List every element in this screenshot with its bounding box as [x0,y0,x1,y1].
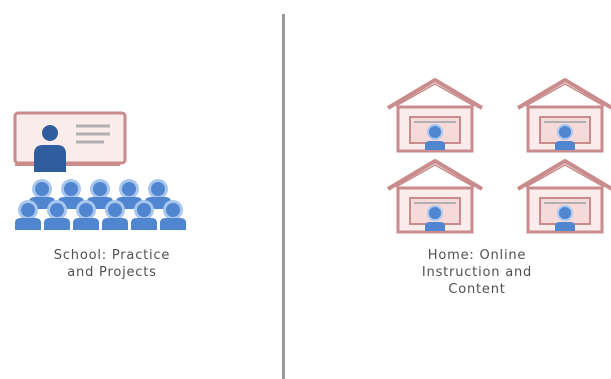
student-icon [44,200,70,230]
student-icon [160,200,186,230]
teacher-icon [34,125,66,172]
home-panel: Home: Online Instruction and Content [288,0,611,379]
home-caption-line1: Home: Online [427,248,527,263]
student-icon [131,200,157,230]
school-caption-line2: and Projects [67,265,157,280]
whiteboard-icon [13,111,127,166]
house-icon [386,159,484,234]
classroom-illustration [13,111,186,230]
students-icon [15,179,186,230]
school-caption-line1: School: Practice [53,248,171,263]
houses-illustration [386,78,611,234]
home-caption-line3: Content [448,282,506,297]
school-caption: School: Practice and Projects [18,247,206,281]
center-divider [282,14,285,379]
student-icon [73,200,99,230]
home-caption-line2: Instruction and [421,265,533,280]
student-icon [102,200,128,230]
school-panel: School: Practice and Projects [0,0,280,379]
home-caption: Home: Online Instruction and Content [377,247,577,298]
student-icon [15,200,41,230]
house-icon [516,159,611,234]
house-icon [516,78,611,153]
house-icon [386,78,484,153]
